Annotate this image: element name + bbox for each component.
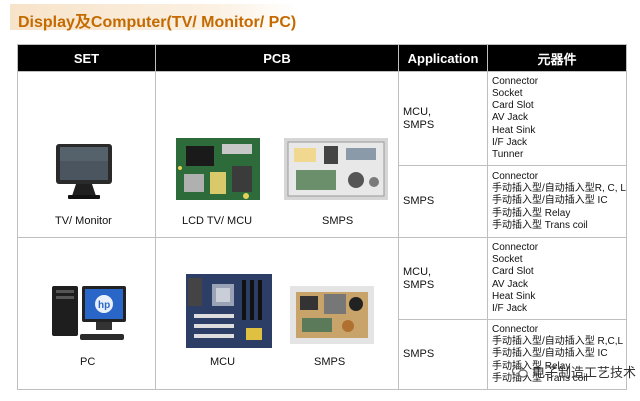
components-cell: Connector 手动插入型/自动插入型 R,C,L 手动插入型/自动插入型 … — [487, 319, 627, 390]
application-cell: MCU, SMPS — [398, 71, 488, 166]
set-caption: PC — [80, 356, 96, 368]
pcb-cell-tv: LCD TV/ MCU SMPS — [155, 71, 399, 238]
component-item: Socket — [492, 87, 523, 99]
table-row: TV/ Monitor LCD TV/ MCU — [17, 71, 627, 238]
watermark-text: 电子制造工艺技术 — [532, 365, 637, 380]
components-cell: Connector Socket Card Slot AV Jack Heat … — [487, 237, 627, 320]
pcb-cell-pc: MCU SMPS — [155, 237, 399, 390]
spec-table: SET PCB Application 元器件 TV/ Monitor — [17, 44, 627, 390]
application-cell: SMPS — [398, 165, 488, 238]
app-line: MCU, — [403, 105, 432, 118]
page-title: Display及Computer(TV/ Monitor/ PC) — [18, 14, 297, 31]
component-item: 手动插入型/自动插入型 R,C,L — [492, 336, 624, 348]
components-cell: Connector 手动插入型/自动插入型R, C, L 手动插入型/自动插入型… — [487, 165, 627, 238]
app-line: SMPS — [403, 118, 435, 131]
application-cell: SMPS — [398, 319, 488, 390]
component-item: Connector — [492, 323, 539, 335]
table-row: SMPS Connector 手动插入型/自动插入型R, C, L 手动插入型/… — [18, 165, 627, 238]
component-item: 手动插入型/自动插入型R, C, L — [492, 183, 626, 195]
component-item: 手动插入型/自动插入型 IC — [492, 348, 608, 360]
smps-board-image — [284, 138, 388, 200]
components-cell: Connector Socket Card Slot AV Jack Heat … — [487, 71, 627, 166]
pc-image: hp — [52, 286, 126, 340]
set-caption: TV/ Monitor — [55, 215, 112, 227]
component-item: I/F Jack — [492, 302, 528, 314]
app-line: SMPS — [403, 278, 435, 291]
component-item: 手动插入型 Trans coil — [492, 372, 588, 384]
title-banner — [10, 4, 300, 30]
component-item: 手动插入型/自动插入型 IC — [492, 195, 608, 207]
pcb-caption-smps: SMPS — [314, 356, 346, 368]
chat-bubble-icon — [512, 365, 528, 378]
component-item: I/F Jack — [492, 136, 528, 148]
svg-text:hp: hp — [98, 300, 110, 311]
component-item: Heat Sink — [492, 290, 536, 302]
component-item: Connector — [492, 241, 539, 253]
component-item: AV Jack — [492, 278, 528, 290]
watermark: 电子制造工艺技术 — [512, 362, 636, 381]
table-row: SMPS Connector 手动插入型/自动插入型 R,C,L 手动插入型/自… — [18, 319, 627, 390]
lcd-board-image — [176, 138, 260, 200]
component-item: Card Slot — [492, 266, 534, 278]
component-item: Connector — [492, 75, 539, 87]
pcb-caption-smps: SMPS — [322, 215, 354, 227]
component-item: Connector — [492, 170, 539, 182]
component-item: AV Jack — [492, 112, 528, 124]
header-row: SET PCB Application 元器件 — [17, 44, 627, 72]
pc-smps-image — [290, 286, 374, 344]
header-components: 元器件 — [487, 44, 627, 72]
header-pcb: PCB — [155, 44, 399, 72]
application-cell: MCU, SMPS — [398, 237, 488, 320]
app-line: SMPS — [403, 195, 435, 207]
app-line: SMPS — [403, 348, 435, 360]
component-item: Heat Sink — [492, 124, 536, 136]
table-row: hp PC MCU — [17, 237, 627, 390]
component-item: 手动插入型 Relay — [492, 207, 571, 219]
component-item: 手动插入型 Relay — [492, 360, 571, 372]
component-item: Tunner — [492, 149, 524, 160]
pcb-caption-mcu: MCU — [210, 356, 236, 368]
header-application: Application — [398, 44, 488, 72]
component-item: Socket — [492, 254, 523, 266]
component-item: Card Slot — [492, 100, 534, 112]
pcb-caption-lcd: LCD TV/ MCU — [182, 215, 253, 227]
app-line: MCU, — [403, 265, 432, 278]
motherboard-image — [186, 274, 272, 348]
monitor-image — [56, 144, 112, 199]
component-item: 手动插入型 Trans coil — [492, 219, 588, 231]
set-cell-pc: hp PC — [17, 237, 156, 390]
header-set: SET — [17, 44, 156, 72]
set-cell-tv: TV/ Monitor — [17, 71, 156, 238]
